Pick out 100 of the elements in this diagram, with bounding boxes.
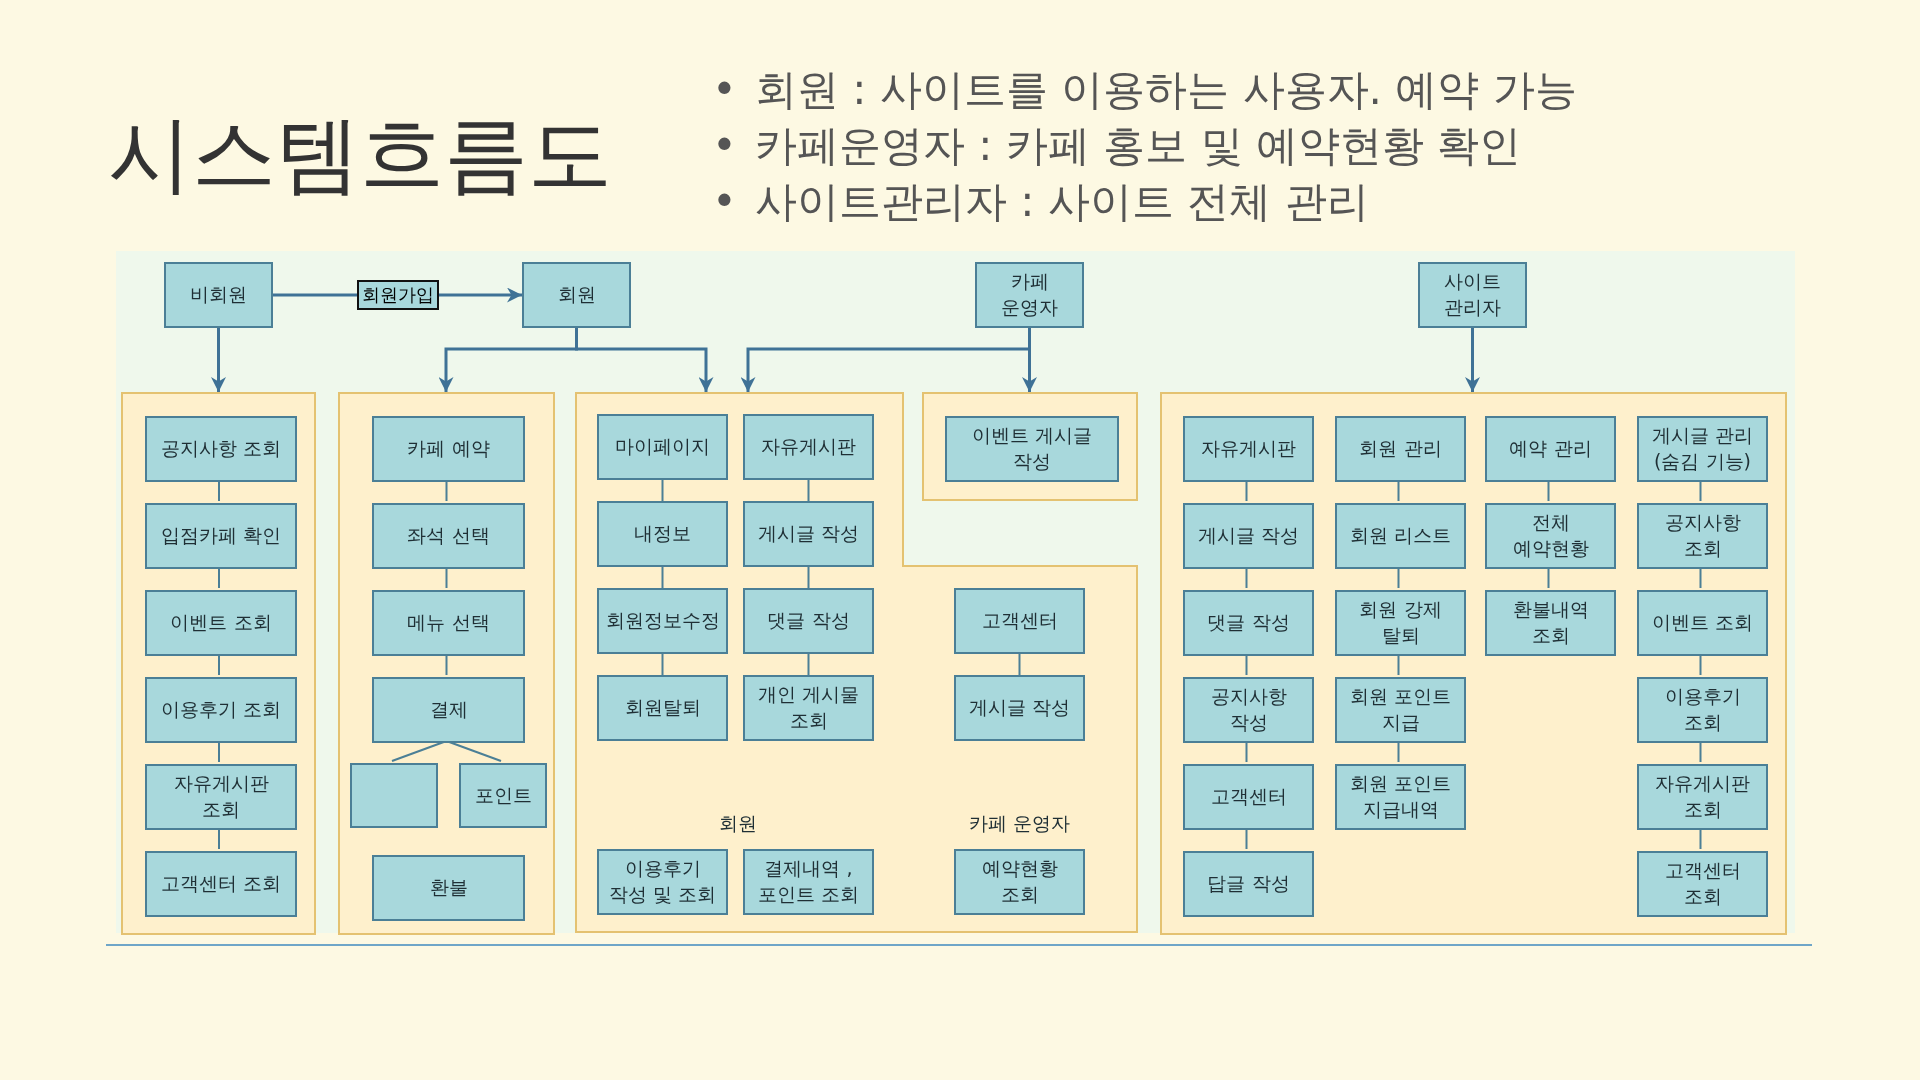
connector-line bbox=[807, 566, 810, 589]
process-box: 결제내역 ,포인트 조회 bbox=[743, 849, 874, 915]
bullet: • bbox=[712, 120, 737, 172]
connector-line bbox=[1699, 827, 1702, 850]
connector-line bbox=[1397, 566, 1400, 589]
process-box: 게시글 작성 bbox=[954, 675, 1085, 741]
process-box: 입점카페 확인 bbox=[145, 503, 297, 569]
process-box: 메뉴 선택 bbox=[372, 590, 525, 656]
group-panel bbox=[922, 392, 1138, 501]
process-box: 환불 bbox=[372, 855, 525, 921]
process-box: 답글 작성 bbox=[1183, 851, 1314, 917]
connector-line bbox=[1245, 827, 1248, 850]
connector-line bbox=[218, 479, 220, 502]
process-box: 이벤트 조회 bbox=[1637, 590, 1768, 656]
connector-line bbox=[661, 479, 664, 502]
section-label: 회원 bbox=[719, 811, 757, 836]
process-box: 게시글 작성 bbox=[1183, 503, 1314, 569]
connector-line bbox=[661, 653, 664, 676]
connector-line bbox=[1699, 653, 1702, 676]
group-panel bbox=[338, 392, 555, 935]
process-box: 공지사항 작성 bbox=[1183, 677, 1314, 743]
process-box: 예약 관리 bbox=[1485, 416, 1616, 482]
process-box: 자유게시판 bbox=[1183, 416, 1314, 482]
section-label: 카페 운영자 bbox=[969, 811, 1070, 836]
bullet-text: 사이트관리자 : 사이트 전체 관리 bbox=[755, 176, 1369, 228]
connector-line bbox=[445, 479, 448, 502]
bullet: • bbox=[712, 176, 737, 228]
process-box: 자유게시판 조회 bbox=[1637, 764, 1768, 830]
connector-line bbox=[218, 566, 220, 589]
process-box: 이벤트 조회 bbox=[145, 590, 297, 656]
connector-line bbox=[1397, 479, 1400, 502]
process-box: 회원정보수정 bbox=[597, 588, 728, 654]
process-box: 마이페이지 bbox=[597, 414, 728, 480]
arrow bbox=[1022, 328, 1037, 392]
process-box: 내정보 bbox=[597, 501, 728, 567]
process-box: 고객센터 bbox=[1183, 764, 1314, 830]
connector-line bbox=[1699, 740, 1702, 763]
process-box: 포인트 bbox=[459, 763, 547, 828]
process-box: 예약현황 조회 bbox=[954, 849, 1085, 915]
connector-line bbox=[1699, 479, 1702, 502]
process-box: 이벤트 게시글 작성 bbox=[945, 416, 1119, 482]
connector-line bbox=[1397, 653, 1400, 676]
process-box: 환불내역 조회 bbox=[1485, 590, 1616, 656]
process-box: 개인 게시물 조회 bbox=[743, 675, 874, 741]
connector-line bbox=[1245, 479, 1248, 502]
process-box: 회원 포인트 지급내역 bbox=[1335, 764, 1466, 830]
bullet-text: 카페운영자 : 카페 홍보 및 예약현황 확인 bbox=[755, 120, 1522, 172]
process-box: 회원 관리 bbox=[1335, 416, 1466, 482]
process-box: 댓글 작성 bbox=[743, 588, 874, 654]
process-box: 자유게시판 bbox=[743, 414, 874, 480]
process-box: 자유게시판 조회 bbox=[145, 764, 297, 830]
process-box: 전체 예약현황 bbox=[1485, 503, 1616, 569]
process-box: 회원 포인트 지급 bbox=[1335, 677, 1466, 743]
group-panel bbox=[121, 392, 316, 935]
empty-box bbox=[350, 763, 438, 828]
edge-label: 회원가입 bbox=[356, 280, 439, 310]
connector-line bbox=[218, 653, 220, 676]
process-box: 고객센터 bbox=[954, 588, 1085, 654]
connector-line bbox=[445, 653, 448, 676]
title: 시스템흐름도 bbox=[108, 104, 612, 205]
connector-line bbox=[807, 479, 810, 502]
arrow bbox=[575, 328, 714, 392]
process-box: 카페 운영자 bbox=[975, 262, 1084, 328]
process-box: 이용후기 작성 및 조회 bbox=[597, 849, 728, 915]
connector-line bbox=[1018, 653, 1021, 676]
process-box: 이용후기 조회 bbox=[145, 677, 297, 743]
connector-line bbox=[218, 740, 220, 763]
process-box: 좌석 선택 bbox=[372, 503, 525, 569]
process-box: 이용후기 조회 bbox=[1637, 677, 1768, 743]
group-panel bbox=[575, 392, 1138, 933]
connector-line bbox=[807, 653, 810, 676]
connector-line bbox=[1245, 653, 1248, 676]
process-box: 고객센터 조회 bbox=[1637, 851, 1768, 917]
process-box: 회원탈퇴 bbox=[597, 675, 728, 741]
bullet-text: 회원 : 사이트를 이용하는 사용자. 예약 가능 bbox=[755, 64, 1577, 116]
process-box: 댓글 작성 bbox=[1183, 590, 1314, 656]
process-box: 결제 bbox=[372, 677, 525, 743]
connector-line bbox=[661, 566, 664, 589]
process-box: 비회원 bbox=[164, 262, 273, 328]
group-panel bbox=[1160, 392, 1787, 935]
connector-line bbox=[1699, 566, 1702, 589]
process-box: 고객센터 조회 bbox=[145, 851, 297, 917]
process-box: 회원 강제 탈퇴 bbox=[1335, 590, 1466, 656]
process-box: 게시글 작성 bbox=[743, 501, 874, 567]
process-box: 공지사항 조회 bbox=[145, 416, 297, 482]
connector-line bbox=[1547, 479, 1550, 502]
process-box: 게시글 관리 (숨김 기능) bbox=[1637, 416, 1768, 482]
connector-line bbox=[1397, 740, 1400, 763]
bullet: • bbox=[712, 64, 737, 116]
process-box: 회원 bbox=[522, 262, 631, 328]
process-box: 사이트 관리자 bbox=[1418, 262, 1527, 328]
connector-line bbox=[218, 827, 220, 850]
connector-line bbox=[1245, 740, 1248, 763]
arrow bbox=[211, 328, 226, 392]
connector-line bbox=[1245, 566, 1248, 589]
process-box: 회원 리스트 bbox=[1335, 503, 1466, 569]
connector-line bbox=[445, 566, 448, 589]
process-box: 카페 예약 bbox=[372, 416, 525, 482]
process-box: 공지사항 조회 bbox=[1637, 503, 1768, 569]
connector-line bbox=[1547, 566, 1550, 589]
